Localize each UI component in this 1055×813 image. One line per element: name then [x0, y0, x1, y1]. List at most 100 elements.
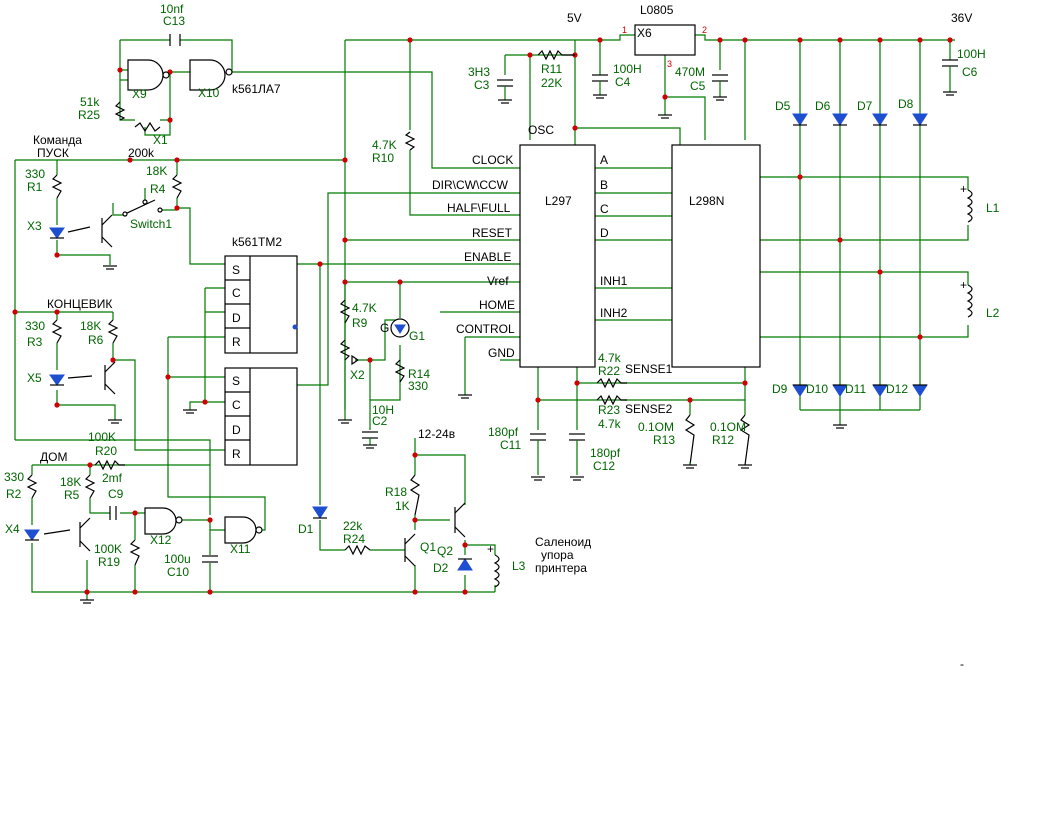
component-labels: 5V 36V 12-24в k561ЛА7 10nf C13 X9 X10 X1… [4, 2, 1000, 671]
svg-text:SENSE2: SENSE2 [625, 402, 673, 416]
svg-text:X11: X11 [230, 542, 251, 556]
svg-text:R5: R5 [64, 488, 80, 502]
svg-text:D2: D2 [433, 561, 449, 575]
svg-text:R6: R6 [88, 333, 104, 347]
svg-text:C10: C10 [167, 565, 189, 579]
pin-vref: Vref [487, 274, 509, 288]
svg-text:R12: R12 [712, 433, 734, 447]
svg-text:R1: R1 [27, 180, 43, 194]
svg-text:D5: D5 [775, 99, 791, 113]
svg-text:100u: 100u [164, 552, 191, 566]
junctions [12, 37, 953, 595]
svg-text:G: G [380, 321, 389, 335]
svg-text:S: S [232, 374, 240, 388]
svg-text:R18: R18 [385, 485, 407, 499]
svg-text:10nf: 10nf [160, 2, 184, 16]
svg-text:18K: 18K [60, 475, 81, 489]
svg-text:1: 1 [622, 25, 627, 35]
svg-text:Команда: Команда [33, 133, 82, 147]
svg-text:R25: R25 [78, 108, 100, 122]
svg-text:R4: R4 [150, 182, 166, 196]
svg-text:B: B [600, 178, 608, 192]
svg-text:180pf: 180pf [590, 446, 621, 460]
svg-text:D11: D11 [845, 382, 866, 396]
svg-text:330: 330 [25, 167, 45, 181]
svg-text:D: D [232, 311, 241, 325]
flipflop-bottom: S C D R [224, 367, 298, 466]
svg-text:R24: R24 [343, 532, 365, 546]
svg-text:C9: C9 [108, 487, 124, 501]
svg-text:470M: 470M [675, 65, 705, 79]
svg-text:C: C [600, 202, 609, 216]
nand-x10 [189, 59, 233, 91]
svg-text:Саленоид: Саленоид [535, 535, 591, 549]
svg-text:D: D [600, 226, 609, 240]
svg-text:A: A [600, 153, 608, 167]
pin-reset: RESET [472, 226, 513, 240]
svg-text:ПУСК: ПУСК [37, 146, 69, 160]
svg-text:0.1OM: 0.1OM [710, 420, 746, 434]
svg-text:X2: X2 [350, 368, 365, 382]
svg-text:D1: D1 [298, 522, 314, 536]
svg-text:D7: D7 [857, 99, 873, 113]
svg-text:+: + [487, 542, 494, 556]
svg-text:+: + [960, 278, 967, 292]
svg-text:C6: C6 [962, 65, 978, 79]
svg-text:C2: C2 [372, 414, 388, 428]
svg-text:R20: R20 [95, 444, 117, 458]
svg-text:КОНЦЕВИК: КОНЦЕВИК [47, 297, 112, 311]
svg-text:X1: X1 [153, 133, 168, 147]
misc-components [122, 189, 973, 588]
svg-text:Q1: Q1 [420, 540, 436, 554]
pin-half-full: HALF\FULL [447, 201, 511, 215]
diodes [24, 113, 928, 571]
svg-text:L2: L2 [986, 306, 1000, 320]
l298n-chip: L298N [671, 144, 761, 368]
svg-text:L297: L297 [545, 194, 572, 208]
svg-text:51k: 51k [80, 95, 100, 109]
svg-text:S: S [232, 263, 240, 277]
svg-text:12-24в: 12-24в [418, 427, 455, 441]
svg-text:X6: X6 [637, 26, 652, 40]
svg-text:OSC: OSC [528, 123, 554, 137]
svg-text:C13: C13 [163, 14, 185, 28]
capacitors [109, 34, 958, 563]
svg-text:R22: R22 [598, 364, 620, 378]
pin-gnd: GND [488, 346, 515, 360]
svg-text:k561ЛА7: k561ЛА7 [232, 82, 281, 96]
svg-text:4.7K: 4.7K [352, 301, 377, 315]
svg-text:L298N: L298N [689, 194, 724, 208]
svg-text:Q2: Q2 [437, 544, 453, 558]
svg-text:D8: D8 [898, 97, 914, 111]
svg-text:C5: C5 [690, 79, 706, 93]
svg-text:3: 3 [667, 59, 672, 69]
transistors [43, 214, 466, 567]
svg-text:1K: 1K [395, 499, 410, 513]
svg-text:INH2: INH2 [600, 306, 628, 320]
svg-text:330: 330 [4, 470, 24, 484]
svg-text:36V: 36V [951, 11, 972, 25]
l297-chip: L297 OSC [519, 123, 596, 368]
nand-x11 [224, 516, 263, 544]
svg-text:100H: 100H [957, 47, 986, 61]
svg-text:D10: D10 [806, 382, 828, 396]
svg-text:D: D [232, 423, 241, 437]
svg-text:Switch1: Switch1 [130, 217, 172, 231]
wires [14, 34, 969, 600]
svg-text:принтера: принтера [535, 561, 587, 575]
svg-text:4.7K: 4.7K [372, 138, 397, 152]
svg-text:200k: 200k [128, 146, 155, 160]
pin-enable: ENABLE [464, 250, 511, 264]
svg-text:L1: L1 [986, 201, 1000, 215]
svg-text:X10: X10 [198, 86, 220, 100]
svg-text:SENSE1: SENSE1 [625, 362, 673, 376]
svg-text:10H: 10H [372, 403, 394, 417]
svg-text:G1: G1 [409, 329, 425, 343]
svg-text:C11: C11 [500, 438, 521, 452]
pin-control: CONTROL [456, 322, 515, 336]
svg-text:100K: 100K [94, 542, 122, 556]
resistors [26, 49, 751, 566]
svg-text:ДОМ: ДОМ [40, 450, 67, 464]
svg-text:2: 2 [702, 25, 707, 35]
